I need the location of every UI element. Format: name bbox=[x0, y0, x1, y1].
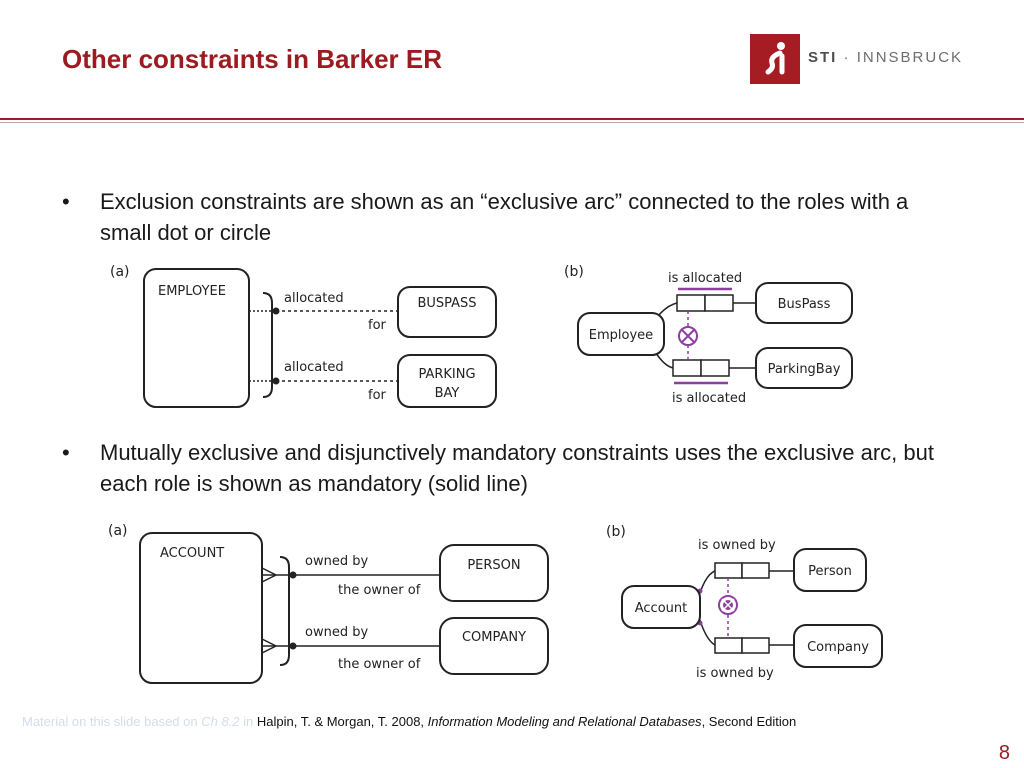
diagram-exclusion-orm: (b) is allocated Employee BusPass Parkin… bbox=[564, 264, 853, 406]
exclusive-arc bbox=[262, 292, 273, 398]
diagram-label-a: (a) bbox=[108, 523, 128, 539]
role-label: owned by bbox=[305, 554, 368, 569]
logo-mark-icon bbox=[750, 34, 800, 84]
page-number: 8 bbox=[998, 742, 1010, 764]
role-label: the owner of bbox=[338, 583, 421, 598]
sti-innsbruck-logo: STI · INNSBRUCK bbox=[750, 34, 970, 84]
account-entity bbox=[621, 585, 701, 629]
employee-entity bbox=[577, 312, 665, 356]
bullet-marker-1: • bbox=[62, 189, 70, 214]
parking-bay-entity bbox=[397, 354, 497, 408]
person-entity bbox=[793, 548, 867, 592]
account-entity-label: ACCOUNT bbox=[160, 546, 224, 561]
arc-dot bbox=[289, 642, 297, 650]
slide-title: Other constraints in Barker ER bbox=[62, 44, 442, 74]
parking-bay-entity-label: ParkingBay bbox=[768, 362, 841, 377]
buspass-entity-label: BUSPASS bbox=[417, 296, 476, 311]
diagram-mandatory-exclusion-barker: (a) ACCOUNT owned by the owner of owned … bbox=[108, 523, 549, 684]
buspass-entity bbox=[397, 286, 497, 338]
employee-entity-label: Employee bbox=[589, 328, 653, 343]
role-label: for bbox=[368, 388, 387, 403]
person-entity-label: Person bbox=[808, 564, 852, 579]
person-entity-label: PERSON bbox=[467, 558, 520, 573]
buspass-entity bbox=[755, 282, 853, 324]
parking-bay-entity bbox=[755, 347, 853, 389]
parking-bay-entity-label: BAY bbox=[435, 386, 460, 401]
role-label: is allocated bbox=[668, 271, 742, 286]
role-label: owned by bbox=[305, 625, 368, 640]
role-label: allocated bbox=[284, 291, 344, 306]
source-citation: Material on this slide based on Ch 8.2 i… bbox=[22, 714, 797, 729]
role-label: allocated bbox=[284, 360, 344, 375]
diagram-exclusion-barker: (a) EMPLOYEE allocated for allocated for… bbox=[110, 264, 497, 408]
employee-entity-label: EMPLOYEE bbox=[158, 284, 226, 299]
role-label: is owned by bbox=[696, 666, 774, 681]
role-label: the owner of bbox=[338, 657, 421, 672]
bullet-text-2: Mutually exclusive and disjunctively man… bbox=[100, 440, 934, 496]
employee-entity bbox=[143, 268, 250, 408]
buspass-entity-label: BusPass bbox=[778, 297, 831, 312]
arc-dot bbox=[272, 377, 280, 385]
logo-text: STI · INNSBRUCK bbox=[808, 49, 964, 66]
header-divider-thin bbox=[0, 122, 1024, 123]
person-entity bbox=[439, 544, 549, 602]
diagram-label-b: (b) bbox=[606, 524, 626, 540]
role-label: is owned by bbox=[698, 538, 776, 553]
role-label: for bbox=[368, 318, 387, 333]
account-entity-label: Account bbox=[635, 601, 688, 616]
parking-bay-entity-label: PARKING bbox=[418, 367, 475, 382]
arc-dot bbox=[289, 571, 297, 579]
header-divider bbox=[0, 118, 1024, 120]
account-entity bbox=[139, 532, 263, 684]
diagram-label-a: (a) bbox=[110, 264, 130, 280]
company-entity bbox=[439, 617, 549, 675]
arc-dot bbox=[272, 307, 280, 315]
bullet-marker-2: • bbox=[62, 440, 70, 465]
company-entity-label: Company bbox=[807, 640, 869, 655]
company-entity-label: COMPANY bbox=[462, 630, 526, 645]
role-label: is allocated bbox=[672, 391, 746, 406]
diagram-mandatory-exclusion-orm: (b) is owned by Account Person Company i… bbox=[606, 524, 883, 681]
diagram-label-b: (b) bbox=[564, 264, 584, 280]
exclusive-arc bbox=[279, 556, 290, 666]
bullet-text-1: Exclusion constraints are shown as an “e… bbox=[100, 189, 909, 245]
company-entity bbox=[793, 624, 883, 668]
